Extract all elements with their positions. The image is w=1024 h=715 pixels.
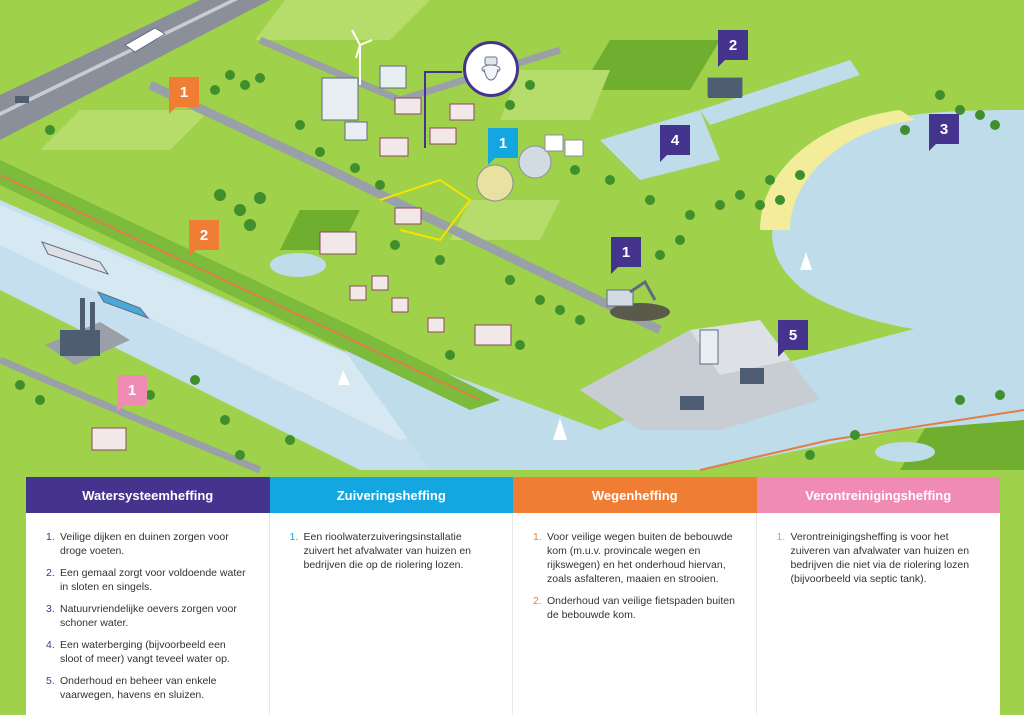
item-text: Een rioolwaterzuiveringsinstallatie zuiv… [303,531,472,571]
highway-lane [0,0,238,116]
lake [772,110,1024,334]
sewer-line [424,71,462,148]
item-number: 2. [46,567,55,579]
windmill-icon [351,29,373,85]
car-icon [15,96,29,103]
marker-watersysteem-3: 3 [929,114,959,151]
legend-body: 1. Verontreinigingsheffing is voor het zu… [757,513,1001,715]
item-text: Veilige dijken en duinen zorgen voor dro… [60,531,229,557]
marker-label: 1 [179,83,189,101]
legend-item: 3. Natuurvriendelijke oevers zorgen voor … [46,602,251,630]
legend-title: Verontreinigingsheffing [756,477,1000,513]
marker-label: 4 [670,131,680,149]
legend-verontreinigingsheffing: Verontreinigingsheffing 1. Verontreinigin… [756,477,1001,715]
legend-item: 2. Onderhoud van veilige fietspaden buite… [533,594,738,622]
toilet-icon [481,56,501,81]
marker-label: 2 [199,226,209,244]
legend-list: 1. Voor veilige wegen buiten de bebouwde … [533,530,738,622]
factory-icon [45,298,130,365]
item-text: Verontreinigingsheffing is voor het zuiv… [790,531,970,585]
legend-list: 1. Een rioolwaterzuiveringsinstallatie zu… [290,530,495,572]
toilet-callout [463,41,519,97]
road [0,356,262,474]
bus-icon [124,27,166,53]
item-text: Een gemaal zorgt voor voldoende water in… [60,567,246,593]
marker-watersysteem-2: 2 [718,30,748,67]
legend-title: Watersysteemheffing [26,477,270,513]
legend-zuiveringsheffing: Zuiveringsheffing 1. Een rioolwaterzuiver… [269,477,513,715]
legend-title: Wegenheffing [513,477,757,513]
marker-wegen-1: 1 [169,77,199,114]
item-number: 1. [533,531,542,543]
legend-item: 1. Voor veilige wegen buiten de bebouwde … [533,530,738,586]
legend-list: 1. Verontreinigingsheffing is voor het zu… [777,530,983,586]
legend-wegenheffing: Wegenheffing 1. Voor veilige wegen buiten… [513,477,757,715]
legend-body: 1. Veilige dijken en duinen zorgen voor d… [26,513,270,715]
item-text: Natuurvriendelijke oevers zorgen voor sc… [60,603,237,629]
legend-watersysteemheffing: Watersysteemheffing 1. Veilige dijken en … [26,477,270,715]
legend-item: 4. Een waterberging (bijvoorbeeld een slo… [46,638,251,666]
item-text: Voor veilige wegen buiten de bebouwde ko… [547,531,733,585]
water-channel [700,60,860,125]
marker-watersysteem-1: 1 [611,237,641,274]
legend-panel: Watersysteemheffing 1. Veilige dijken en … [26,477,1000,715]
item-number: 5. [46,675,55,687]
marker-label: 1 [621,243,631,261]
item-number: 4. [46,639,55,651]
marker-label: 5 [788,326,798,344]
marker-zuivering-1: 1 [488,128,518,165]
item-text: Onderhoud en beheer van enkele vaarwegen… [60,675,217,701]
marker-label: 1 [127,381,137,399]
item-text: Een waterberging (bijvoorbeeld een sloot… [60,639,230,665]
ship-icon [41,241,150,320]
sewer-line [379,178,472,242]
item-number: 3. [46,603,55,615]
marker-label: 1 [498,134,508,152]
legend-item: 5. Onderhoud en beheer van enkele vaarweg… [46,674,251,702]
treatment-tank [476,164,514,202]
excavator-icon [606,279,670,321]
marker-label: 3 [939,120,949,138]
item-number: 1. [46,531,55,543]
pond [875,442,935,462]
marker-watersysteem-5: 5 [778,320,808,357]
legend-item: 2. Een gemaal zorgt voor voldoende water … [46,566,251,594]
marker-label: 2 [728,36,738,54]
legend-item: 1. Veilige dijken en duinen zorgen voor d… [46,530,251,558]
sand-shore [760,110,915,230]
trees [15,55,1005,460]
marker-verontreiniging-1: 1 [117,375,147,412]
legend-title: Zuiveringsheffing [269,477,513,513]
treatment-tank [518,145,552,179]
legend-body: 1. Voor veilige wegen buiten de bebouwde … [513,513,757,715]
pond [270,253,326,277]
item-number: 1. [289,531,299,543]
field-patch [900,420,1024,470]
bike-path [0,174,481,401]
bike-path [699,409,1024,471]
field-patch [580,40,720,90]
field-patch [255,0,430,40]
lock-icon [580,320,820,430]
marker-wegen-2: 2 [189,220,219,257]
sailboat-icon [338,252,812,440]
field-patch [450,200,560,240]
legend-list: 1. Veilige dijken en duinen zorgen voor d… [46,530,251,702]
pumping-station-icon [708,78,742,98]
legend-item: 1. Een rioolwaterzuiveringsinstallatie zu… [290,530,495,572]
road [148,80,662,335]
legend-item: 1. Verontreinigingsheffing is voor het zu… [777,530,983,586]
item-text: Onderhoud van veilige fietspaden buiten … [547,595,735,621]
legend-body: 1. Een rioolwaterzuiveringsinstallatie zu… [270,513,513,715]
marker-watersysteem-4: 4 [660,125,690,162]
highway [0,0,270,140]
field-patch [40,110,210,150]
item-number: 1. [776,531,786,543]
item-number: 2. [533,595,542,607]
dike [0,160,500,410]
river [330,300,1024,470]
